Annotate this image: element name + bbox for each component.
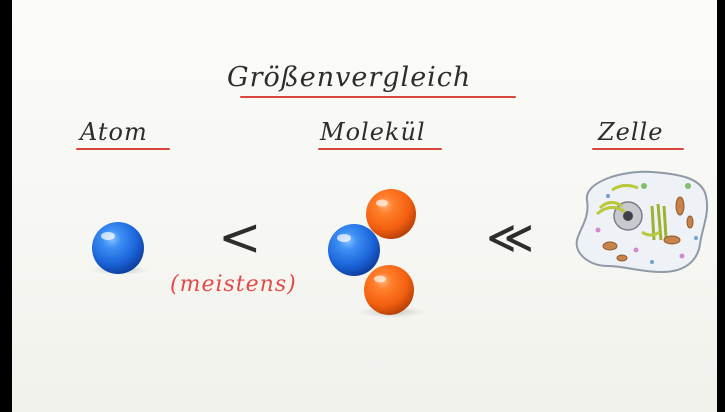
molecule-model xyxy=(328,189,424,318)
much-less-than-symbol: ≪ xyxy=(486,210,536,264)
title-underline xyxy=(240,96,516,98)
label-cell: Zelle xyxy=(598,118,664,146)
atom-sphere xyxy=(92,222,148,275)
cell-illustration xyxy=(575,170,709,274)
qualifier-meistens: (meistens) xyxy=(170,272,297,297)
less-than-symbol: < xyxy=(218,208,263,268)
molecule-blue-sphere xyxy=(328,224,380,276)
label-cell-underline xyxy=(592,148,684,150)
illustration xyxy=(92,170,709,318)
oxygen-sphere-top xyxy=(366,189,416,239)
label-molecule: Molekül xyxy=(320,118,426,146)
label-molecule-underline xyxy=(318,148,442,150)
label-atom: Atom xyxy=(80,118,148,146)
page-title: Größenvergleich xyxy=(227,62,472,93)
whiteboard: Größenvergleich Atom Molekül Zelle < ≪ (… xyxy=(12,0,717,412)
label-atom-underline xyxy=(76,148,170,150)
oxygen-sphere-bottom xyxy=(364,265,414,315)
